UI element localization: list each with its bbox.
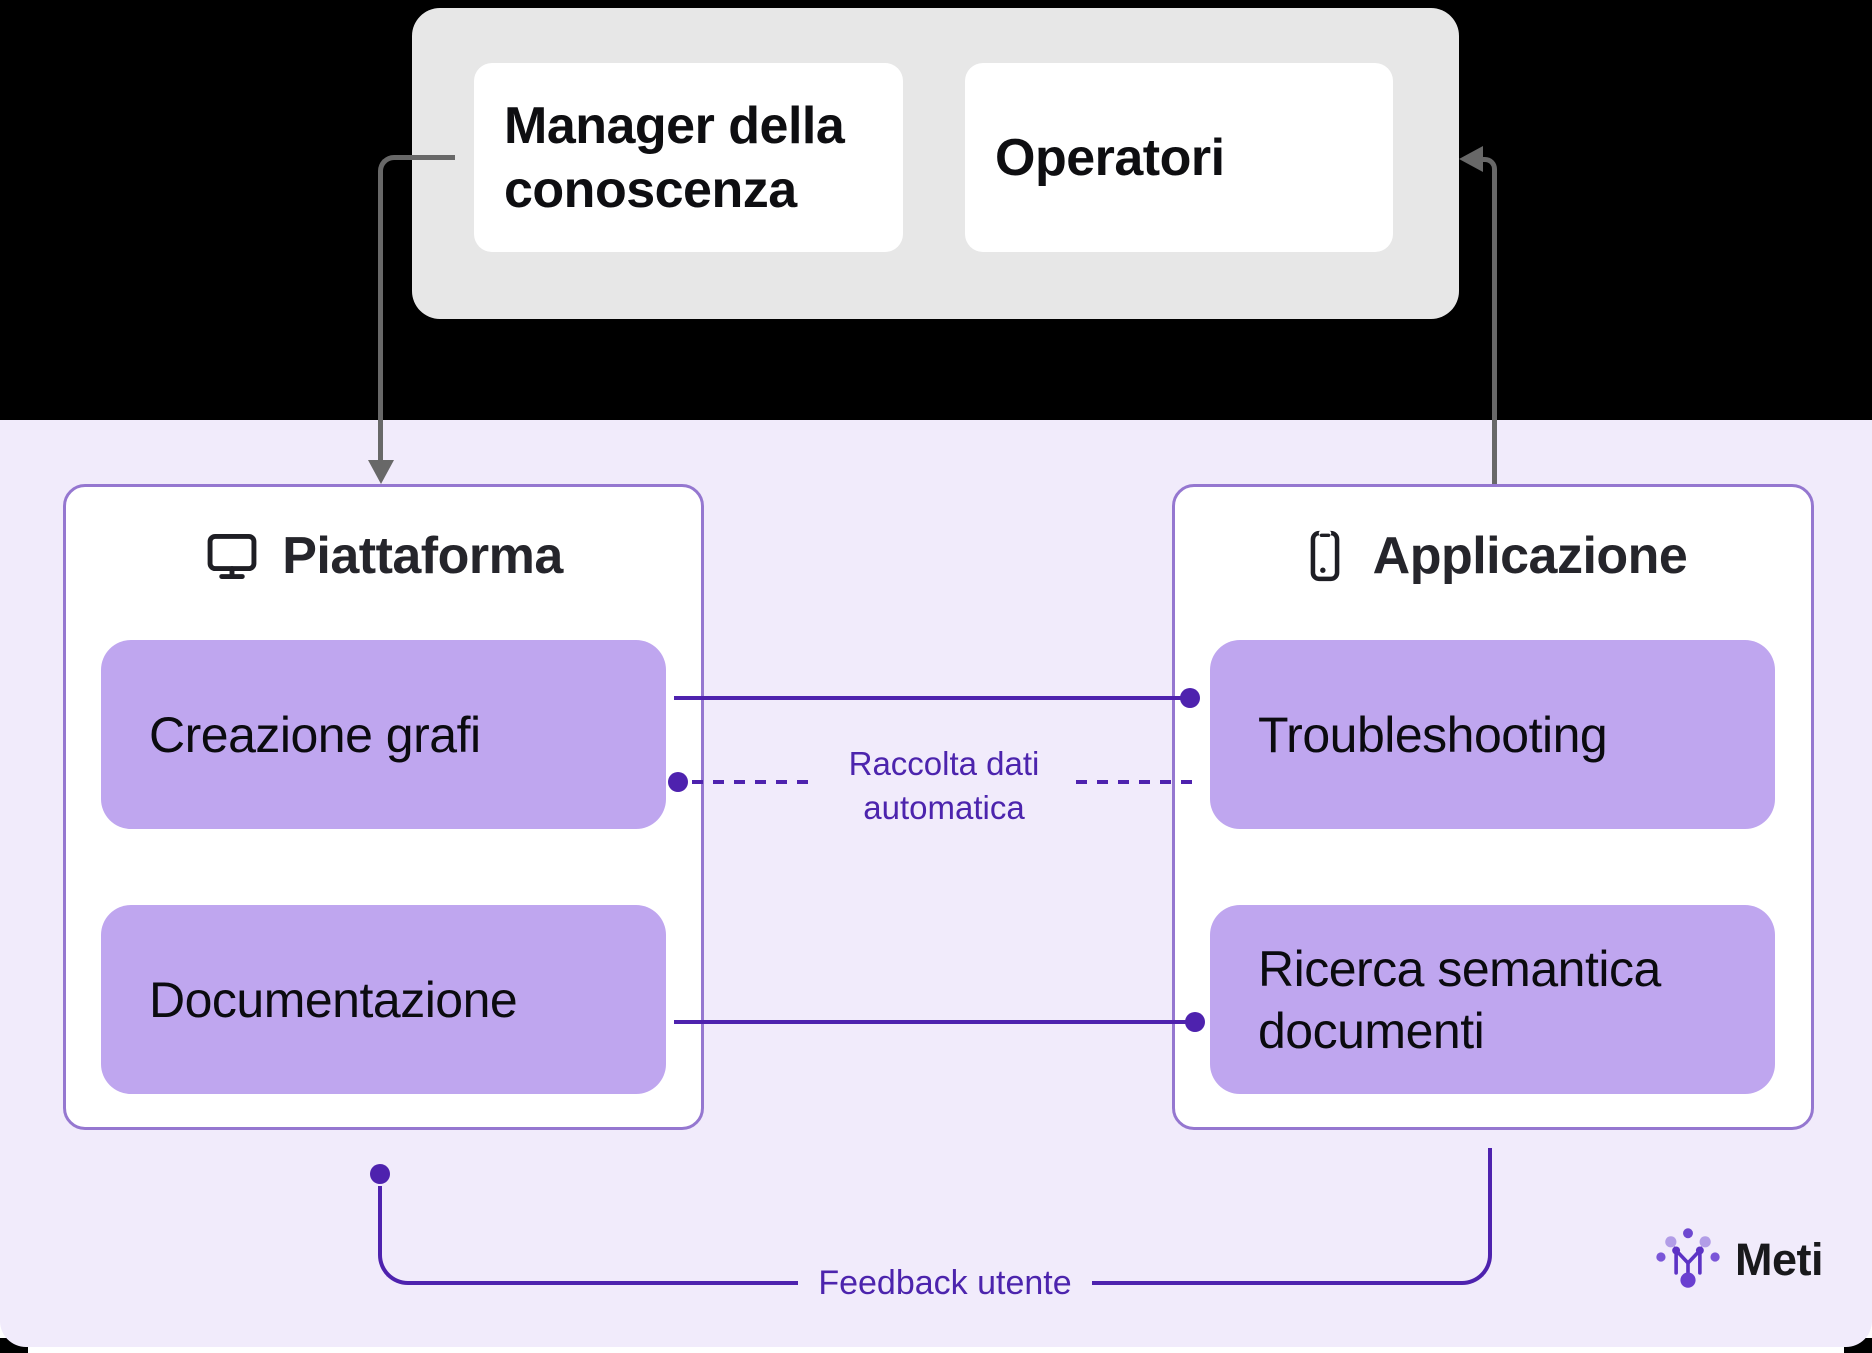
meti-logo-text: Meti	[1735, 1233, 1824, 1285]
application-item-label: Ricerca semantica documenti	[1258, 940, 1661, 1059]
application-item-ricerca-semantica: Ricerca semantica documenti	[1210, 905, 1775, 1094]
application-box: Applicazione Troubleshooting Ricerca sem…	[1172, 484, 1814, 1130]
platform-title-row: Piattaforma	[66, 521, 701, 591]
application-item-troubleshooting: Troubleshooting	[1210, 640, 1775, 829]
connector-dot	[1185, 1012, 1205, 1032]
operators-node: Operatori	[965, 63, 1393, 252]
application-item-label: Troubleshooting	[1258, 706, 1608, 763]
arrow-manager-to-platform	[378, 155, 455, 462]
connector-doc-ricerca	[674, 1020, 1195, 1024]
platform-box: Piattaforma Creazione grafi Documentazio…	[63, 484, 704, 1130]
platform-title: Piattaforma	[282, 527, 563, 585]
meti-logo-icon	[1655, 1224, 1721, 1295]
arrow-left-icon	[1459, 146, 1483, 172]
data-collection-label: Raccolta dati automatica	[848, 745, 1040, 826]
knowledge-manager-label: Manager della conoscenza	[504, 96, 845, 219]
smartphone-icon	[1299, 528, 1351, 584]
application-title: Applicazione	[1372, 527, 1688, 585]
arrow-application-to-operators	[1481, 157, 1497, 484]
connector-dot	[668, 772, 688, 792]
feedback-path-right	[1092, 1148, 1492, 1285]
meti-logo: Meti	[1655, 1224, 1824, 1295]
connector-dot	[1180, 688, 1200, 708]
arrow-down-icon	[368, 460, 394, 484]
monitor-icon	[204, 528, 260, 584]
feedback-label: Feedback utente	[818, 1264, 1072, 1302]
application-title-row: Applicazione	[1175, 521, 1811, 591]
operators-label: Operatori	[995, 128, 1225, 187]
stakeholders-panel: Manager della conoscenza Operatori	[412, 8, 1459, 319]
platform-item-documentazione: Documentazione	[101, 905, 666, 1094]
connector-dashed-right	[1076, 780, 1192, 784]
feedback-path-left	[378, 1186, 798, 1285]
connector-grafi-troubleshooting	[674, 696, 1190, 700]
platform-item-label: Documentazione	[149, 971, 518, 1028]
connector-dot	[370, 1164, 390, 1184]
knowledge-manager-node: Manager della conoscenza	[474, 63, 903, 252]
platform-item-creazione-grafi: Creazione grafi	[101, 640, 666, 829]
platform-item-label: Creazione grafi	[149, 706, 481, 763]
connector-dashed-left	[692, 780, 812, 784]
